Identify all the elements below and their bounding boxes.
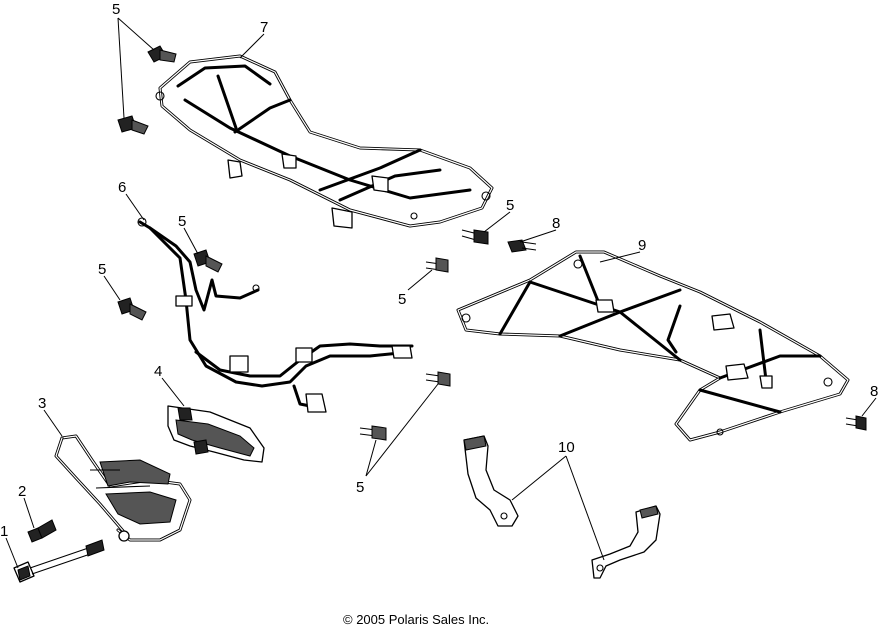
- bolt-part-5-left-lower: [117, 297, 147, 321]
- callout-8-top: 8: [552, 215, 560, 232]
- bolt-part-5-top: [147, 45, 177, 63]
- bumper-part-3: [54, 434, 192, 542]
- callout-5-left-lower: 5: [98, 261, 106, 278]
- leader-lines: [5, 17, 877, 569]
- short-bolt-part-2: [27, 519, 57, 543]
- callout-10: 10: [558, 439, 575, 456]
- front-rack-part-7: [155, 54, 494, 229]
- bolt-part-5-mid: [425, 257, 449, 273]
- bolt-part-5-lower-mid: [425, 371, 451, 387]
- callout-5-bottom: 5: [356, 479, 364, 496]
- callout-3: 3: [38, 395, 46, 412]
- bumper-bracket-tube-part-6: [137, 217, 414, 413]
- bolt-part-5-lower-left: [359, 425, 387, 441]
- callout-4: 4: [154, 363, 162, 380]
- bolt-part-5-upper-left: [117, 115, 149, 135]
- bolt-part-5-left-upper: [193, 249, 223, 273]
- callout-5-left-upper: 5: [178, 213, 186, 230]
- bolt-part-5-mid-top: [461, 229, 489, 245]
- callout-8-right: 8: [870, 383, 878, 400]
- bolt-part-8-right: [845, 415, 867, 431]
- callout-1: 1: [0, 523, 8, 540]
- callout-5-mid-left: 5: [398, 291, 406, 308]
- callout-2: 2: [18, 483, 26, 500]
- bolt-part-8-top: [507, 239, 537, 253]
- callout-5-top: 5: [112, 1, 120, 18]
- callout-6: 6: [118, 179, 126, 196]
- callout-labels: 5 7 6 5 5 5 8 5 9 8 4 3 2 1 5 10: [0, 1, 878, 540]
- skid-bracket-part-4: [167, 405, 265, 463]
- copyright-text: © 2005 Polaris Sales Inc.: [343, 612, 489, 626]
- foot-bracket-part-10: [463, 435, 661, 579]
- long-bolt-part-1: [13, 539, 105, 583]
- callout-7: 7: [260, 19, 268, 36]
- callout-5-mid-right: 5: [506, 197, 514, 214]
- callout-9: 9: [638, 237, 646, 254]
- rear-rack-part-9: [456, 250, 850, 442]
